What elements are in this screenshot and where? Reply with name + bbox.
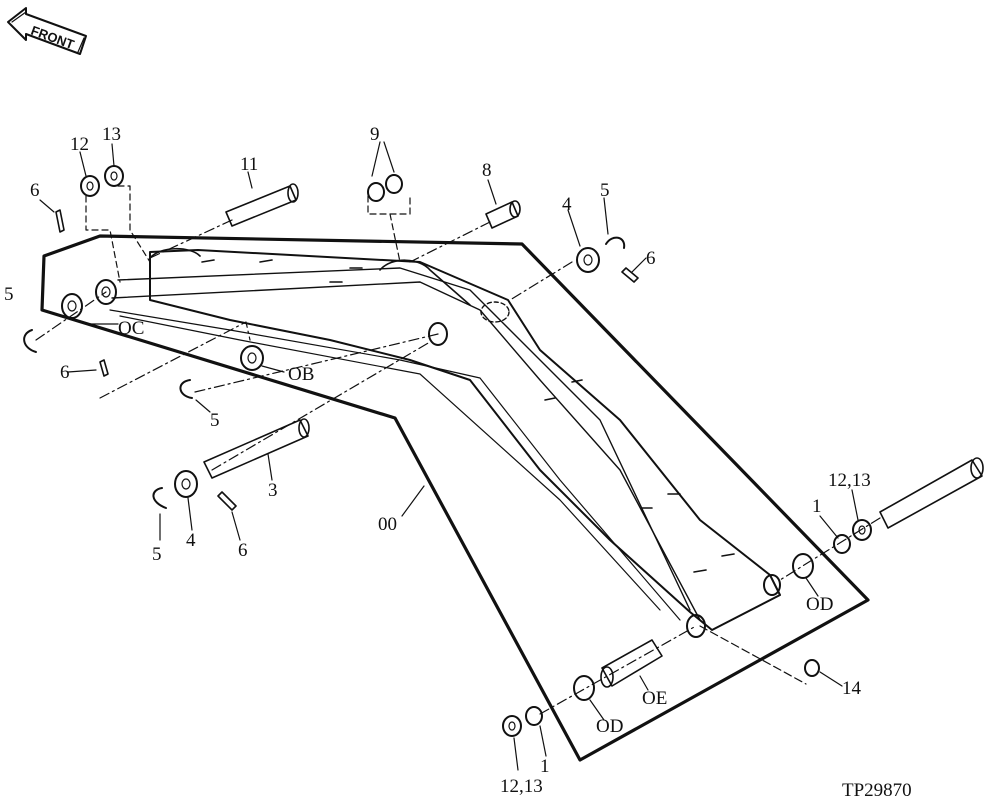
label-3: 3	[268, 480, 278, 501]
parts	[23, 165, 984, 737]
label-OD-upper: OD	[806, 594, 833, 615]
label-OD-lower: OD	[596, 716, 623, 737]
label-5-upper-right: 5	[600, 180, 610, 201]
label-1-bottom: 1	[540, 756, 550, 777]
label-4-left: 4	[186, 530, 196, 551]
label-12-top: 12	[70, 134, 89, 155]
figure-id: TP29870	[842, 780, 912, 800]
label-OE: OE	[642, 688, 667, 709]
label-9: 9	[370, 124, 380, 145]
snap-rings	[23, 236, 626, 509]
bushings	[61, 165, 872, 737]
pin-3	[203, 418, 310, 479]
label-12-13-bottom: 12,13	[500, 776, 543, 797]
label-OC: OC	[118, 318, 144, 339]
label-5-mid: 5	[210, 410, 220, 431]
label-14: 14	[842, 678, 862, 699]
front-arrow-badge: FRONT	[7, 7, 87, 55]
front-label: FRONT	[29, 23, 76, 52]
label-11: 11	[240, 154, 258, 175]
label-5-lower-left: 5	[152, 544, 162, 565]
label-12-13-right: 12,13	[828, 470, 871, 491]
label-6-lower: 6	[238, 540, 248, 561]
boom-body	[109, 247, 781, 631]
label-4-right: 4	[562, 194, 572, 215]
pin-8	[485, 200, 521, 229]
label-6-left: 6	[60, 362, 70, 383]
label-1-right: 1	[812, 496, 822, 517]
label-5-far-left: 5	[4, 284, 14, 305]
pin-OE	[600, 639, 663, 688]
leader-lines	[39, 141, 859, 771]
pin-long-right	[879, 457, 984, 529]
part-labels: OC OB OE OD OD 00 1 1 3 4 4 5 5 5 5 6 6 …	[4, 124, 912, 800]
boom-outline	[40, 234, 870, 762]
label-6-top-left: 6	[30, 180, 40, 201]
roll-pins	[55, 209, 639, 511]
pin-11	[225, 183, 299, 227]
label-OB: OB	[288, 364, 314, 385]
label-00: 00	[378, 514, 397, 535]
label-8: 8	[482, 160, 492, 181]
label-6-right: 6	[646, 248, 656, 269]
label-13-top: 13	[102, 124, 121, 145]
assembly-lines	[35, 185, 881, 715]
